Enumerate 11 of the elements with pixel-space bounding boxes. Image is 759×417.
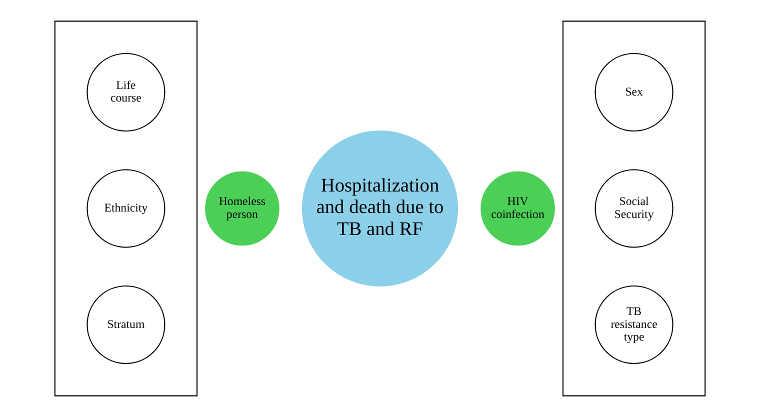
node-circle: Social Security: [594, 169, 673, 248]
node-circle: Homeless person: [204, 171, 279, 246]
node-circle: HIV coinfection: [480, 171, 554, 246]
node-circle: Hospitalization and death due to TB and RF: [301, 130, 458, 287]
node-circle: TB resistance type: [594, 285, 673, 364]
node-circle: Sex: [594, 52, 673, 132]
cluster: [54, 20, 198, 396]
cluster: [562, 20, 706, 396]
node-circle: Life course: [86, 52, 165, 132]
node-circle: Stratum: [86, 285, 165, 364]
node-circle: Ethnicity: [86, 169, 165, 248]
